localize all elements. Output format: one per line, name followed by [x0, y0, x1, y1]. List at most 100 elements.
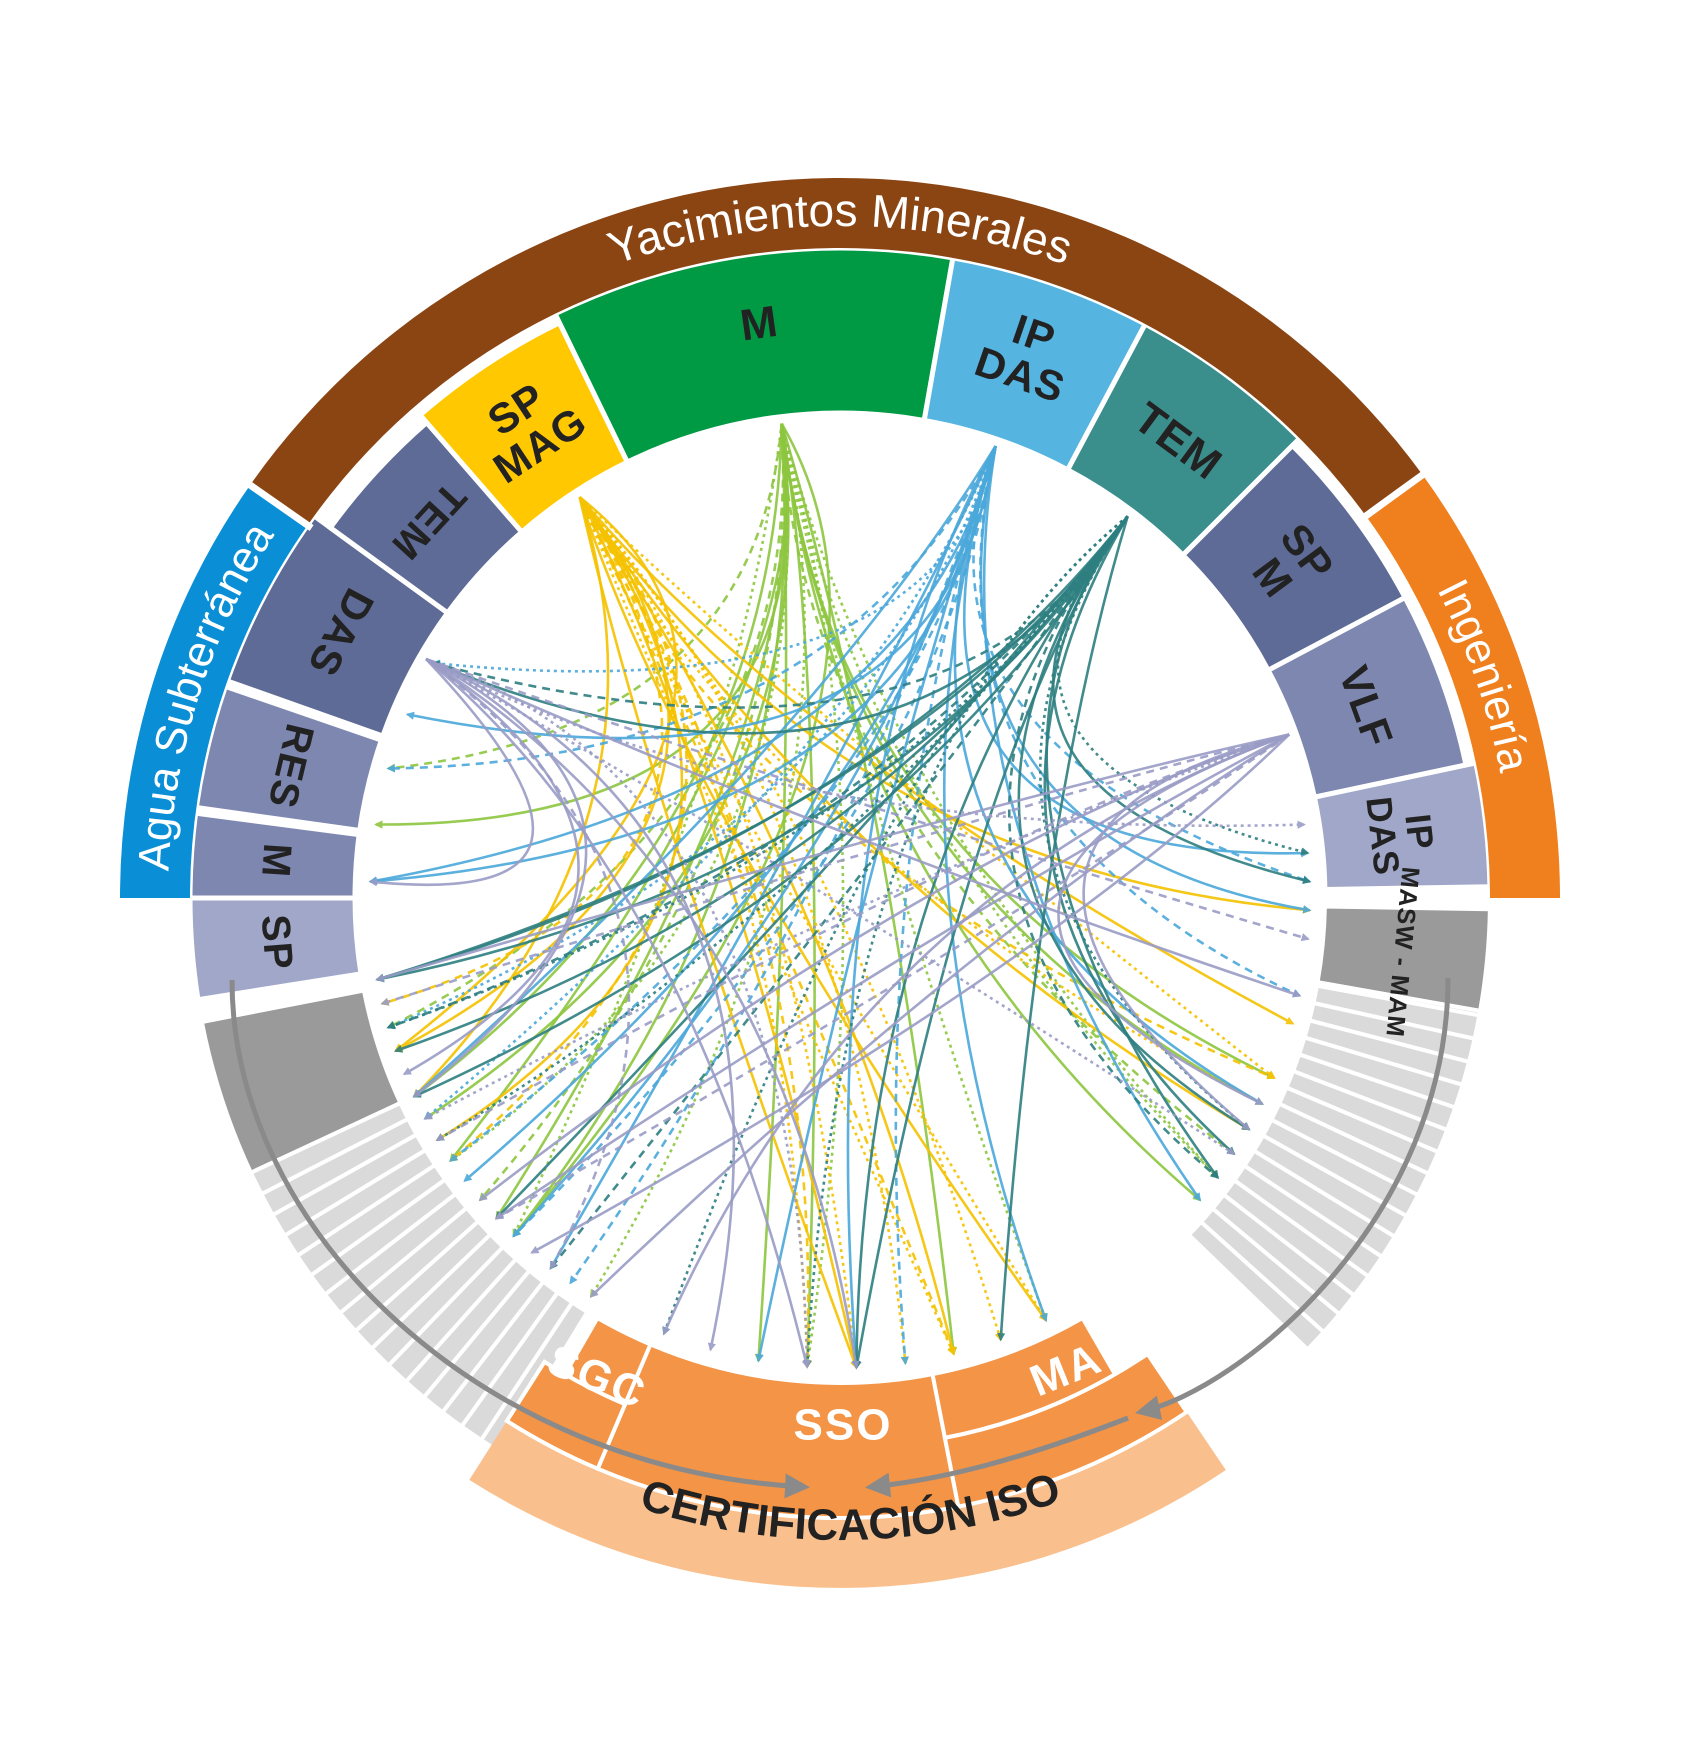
link	[375, 515, 1129, 982]
segment-m-green	[551, 245, 956, 466]
link	[512, 423, 783, 1238]
link	[512, 445, 997, 1238]
connection-links	[368, 422, 1312, 1370]
link	[578, 496, 1276, 1080]
link	[494, 733, 1290, 1220]
link	[1008, 515, 1220, 1179]
link	[374, 423, 789, 829]
link	[425, 657, 736, 1352]
link	[979, 445, 1312, 914]
link	[530, 733, 1291, 1254]
segment-vlf-right	[1264, 594, 1469, 801]
link	[1043, 515, 1236, 1156]
link	[431, 515, 1129, 709]
link	[425, 657, 860, 1370]
ring-separator	[1359, 469, 1429, 522]
svg-text:SP: SP	[253, 913, 301, 972]
gray-arrows	[229, 977, 1451, 1499]
link	[412, 445, 997, 1098]
segment-tem-left	[326, 418, 526, 617]
link	[755, 445, 997, 1363]
link	[578, 496, 1276, 1079]
link	[375, 515, 1129, 983]
link	[402, 657, 580, 1076]
link	[394, 515, 1129, 1053]
link	[780, 423, 1219, 1179]
link	[512, 423, 787, 1238]
link	[412, 657, 588, 1098]
link	[1017, 515, 1251, 1131]
iso-ma-lower	[942, 1351, 1190, 1509]
link	[386, 445, 997, 1029]
link	[394, 496, 678, 1053]
ring-iso	[469, 1412, 1226, 1588]
segment-sp-mag	[416, 319, 631, 536]
link	[425, 657, 1310, 942]
svg-text:DAS: DAS	[1358, 795, 1408, 878]
link	[894, 445, 997, 1366]
link	[780, 423, 1048, 1322]
link	[589, 733, 1290, 1298]
link	[982, 445, 1202, 1202]
segment-tem-teal	[1064, 320, 1304, 559]
ring-water	[119, 485, 308, 898]
link	[578, 496, 1264, 1106]
link	[578, 496, 859, 1370]
segment-sp-left-label: SP	[253, 913, 301, 972]
link	[386, 515, 1129, 1030]
link	[972, 445, 1312, 884]
link	[569, 445, 997, 1285]
link	[368, 445, 997, 885]
link	[425, 657, 1236, 1156]
iso-sso-label: SSO	[794, 1401, 893, 1450]
svg-text:M: M	[737, 297, 781, 351]
segment-m-green-label: M	[737, 297, 781, 351]
arrow-right-to-ma	[1135, 977, 1451, 1420]
link	[425, 657, 1306, 829]
segment-sp-m-right	[1179, 441, 1409, 674]
link	[578, 496, 1003, 1342]
link	[578, 496, 956, 1356]
ring-mineral	[250, 177, 1423, 526]
link	[512, 445, 997, 1238]
link	[780, 423, 1219, 1179]
link	[375, 733, 1290, 982]
svg-text:IP: IP	[1397, 812, 1442, 852]
segment-ip-das-right	[1311, 759, 1493, 893]
link	[425, 657, 1302, 998]
link	[942, 445, 1048, 1322]
link	[425, 657, 812, 1369]
link	[996, 515, 1129, 1342]
segment-sp-left	[187, 895, 364, 1003]
segment-m-left-label: M	[253, 842, 299, 879]
ring-separator	[244, 479, 314, 531]
link	[578, 496, 1251, 1131]
link	[1057, 733, 1290, 1106]
link	[368, 658, 535, 887]
arrow-left-to-iso	[229, 979, 810, 1499]
link	[380, 733, 1290, 1006]
link	[449, 496, 688, 1162]
link	[425, 657, 810, 1369]
svg-text:M: M	[253, 842, 299, 879]
method-segments	[187, 245, 1493, 1003]
ring-engineering	[1365, 474, 1560, 898]
link	[589, 423, 806, 1299]
link	[578, 496, 860, 1370]
link	[852, 515, 1129, 1370]
outer-rings	[119, 177, 1560, 898]
segment-ip-das-top	[921, 255, 1149, 474]
link	[380, 496, 664, 1006]
link	[478, 733, 1290, 1202]
gray-ticks	[199, 904, 1492, 1456]
link	[780, 423, 1202, 1202]
gray-tick	[1314, 979, 1483, 1018]
link	[1045, 515, 1219, 1179]
link	[495, 423, 788, 1220]
link	[662, 733, 1290, 1336]
link	[578, 496, 812, 1369]
arrow-ma-to-iso	[865, 1415, 1129, 1498]
